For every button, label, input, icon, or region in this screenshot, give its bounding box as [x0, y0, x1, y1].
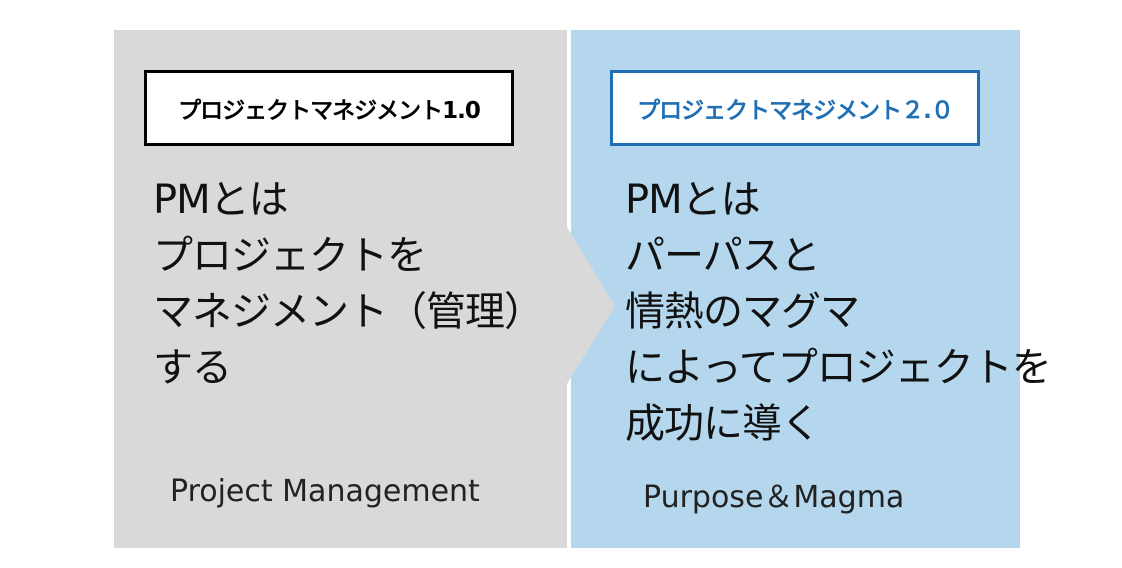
pm1-caption: Project Management	[170, 474, 480, 509]
pm2-line: 情熱のマグマ	[625, 289, 860, 335]
pm1-title-box: プロジェクトマネジメント1.0	[144, 70, 514, 146]
pm1-line: プロジェクトを	[153, 233, 427, 279]
pm2-definition: PMとは パーパスと 情熱のマグマ によってプロジェクトを 成功に導く	[625, 172, 1052, 452]
pm2-caption: Purpose＆Magma	[643, 480, 905, 515]
pm2-line: パーパスと	[625, 233, 821, 279]
pm2-line: PMとは	[625, 177, 761, 223]
pm2-line: によってプロジェクトを	[625, 345, 1052, 391]
pm2-line: 成功に導く	[625, 401, 821, 447]
pm1-line: マネジメント（管理）	[153, 289, 544, 335]
pm1-definition: PMとは プロジェクトを マネジメント（管理） する	[153, 172, 544, 396]
pm1-title: プロジェクトマネジメント1.0	[178, 98, 481, 124]
pm1-line: する	[153, 345, 232, 391]
pm2-title-box: プロジェクトマネジメント２.０	[610, 70, 980, 146]
pm1-line: PMとは	[153, 177, 289, 223]
pm2-title: プロジェクトマネジメント２.０	[637, 98, 954, 124]
